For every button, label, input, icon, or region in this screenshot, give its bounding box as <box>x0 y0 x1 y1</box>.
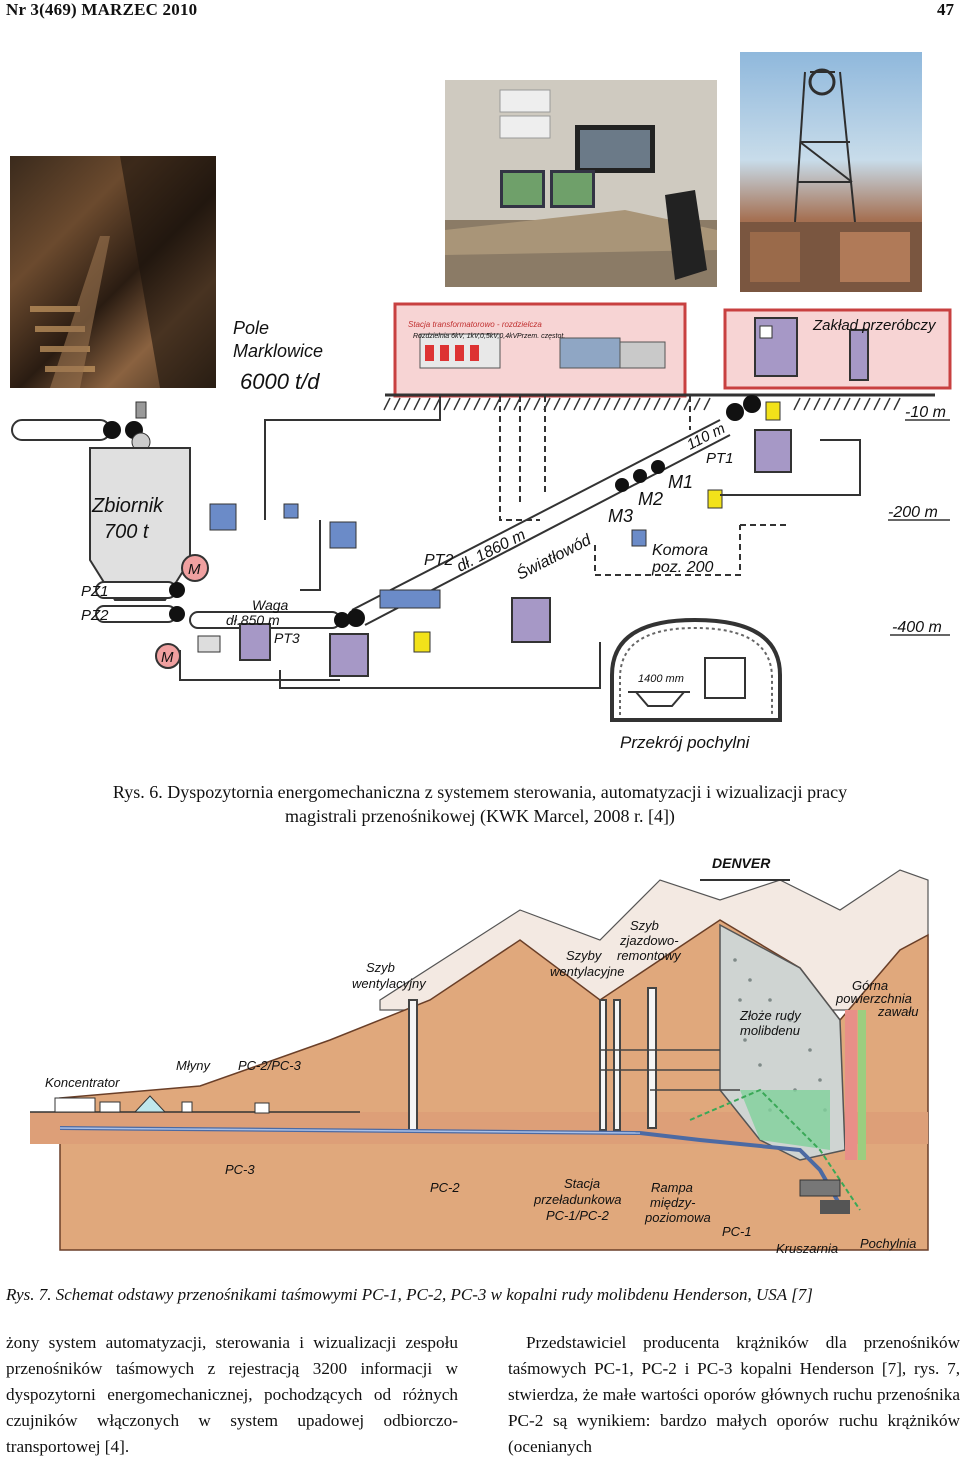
paragraph-left: żony system automatyzacji, sterowania i … <box>6 1333 458 1456</box>
label-komora: Komora <box>652 542 708 559</box>
text-column-right: Przedstawiciel producenta krążników dla … <box>508 1330 960 1460</box>
label-pc23: PC-2/PC-3 <box>238 1058 302 1073</box>
label-stacja-2: przeładunkowa <box>533 1192 621 1207</box>
label-zloze-1: Złoże rudy <box>739 1008 802 1023</box>
text-column-left: żony system automatyzacji, sterowania i … <box>6 1330 458 1460</box>
bunker <box>89 447 191 601</box>
figure6-caption: Rys. 6. Dyspozytornia energomechaniczna … <box>0 780 960 828</box>
label-szyby-went-1: Szyby <box>566 948 603 963</box>
label-gorna-2: powierzchnia <box>835 991 912 1006</box>
label-pt2: PT2 <box>424 552 453 569</box>
label-zloze-2: molibdenu <box>740 1023 800 1038</box>
label-stacja-1: Stacja <box>564 1176 600 1191</box>
label-pz1: PZ1 <box>81 583 109 600</box>
mine-tunnel-photo <box>10 156 216 388</box>
label-dl850: dł.850 m <box>226 612 280 628</box>
label-motor-2: M <box>161 649 174 666</box>
figure7-caption: Rys. 7. Schemat odstawy przenośnikami ta… <box>6 1283 956 1307</box>
label-capacity: 6000 t/d <box>240 369 320 394</box>
label-m3: M3 <box>608 506 633 526</box>
label-m1: M1 <box>668 472 693 492</box>
label-przekroj: Przekrój pochylni <box>620 733 751 752</box>
henderson-mine-schematic: DENVER Szyb wentylacyjny Szyby wentylacy… <box>30 855 929 1256</box>
label-zaklad: Zakład przeróbczy <box>812 317 937 334</box>
paragraph-right: Przedstawiciel producenta krążników dla … <box>508 1333 960 1456</box>
figure6-caption-line2: magistrali przenośnikowej (KWK Marcel, 2… <box>285 806 675 826</box>
label-denver: DENVER <box>712 855 771 871</box>
label-szyb-went-1: Szyb <box>366 960 395 975</box>
label-rampa-2: między- <box>650 1195 696 1210</box>
figure6-label: Rys. 6. <box>112 782 163 802</box>
label-pt1: PT1 <box>706 450 734 467</box>
label-rampa-1: Rampa <box>651 1180 693 1195</box>
label-koncentrator: Koncentrator <box>45 1075 120 1090</box>
label-waga: Waga <box>252 597 289 613</box>
label-kruszarnia: Kruszarnia <box>776 1241 838 1256</box>
label-poz200: poz. 200 <box>651 559 713 576</box>
label-szyb-zjazd-2: zjazdowo- <box>619 933 679 948</box>
label-szyby-went-2: wentylacyjne <box>550 964 624 979</box>
label-gorna-3: zawału <box>877 1004 918 1019</box>
figure6-caption-line1: Dyspozytornia energomechaniczna z system… <box>167 782 848 802</box>
label-m2: M2 <box>638 489 663 509</box>
label-rampa-3: poziomowa <box>644 1210 711 1225</box>
control-room-photo <box>445 80 717 287</box>
label-pole: Pole <box>233 318 269 338</box>
label-pc2: PC-2 <box>430 1180 460 1195</box>
journal-issue: Nr 3(469) MARZEC 2010 <box>6 0 198 19</box>
figure7-caption-text: Schemat odstawy przenośnikami taśmowymi … <box>55 1285 813 1304</box>
label-szyb-zjazd-1: Szyb <box>630 918 659 933</box>
label-level-10: -10 m <box>905 404 946 421</box>
label-1400mm: 1400 mm <box>638 673 684 685</box>
shaft-tower-photo <box>740 52 922 292</box>
label-pc1: PC-1 <box>722 1224 752 1239</box>
label-stacja-3: PC-1/PC-2 <box>546 1208 610 1223</box>
label-zbiornik-capacity: 700 t <box>104 521 150 543</box>
label-zbiornik: Zbiornik <box>91 495 164 517</box>
label-rozdzielnia: Rozdzielnia 6kV, 1kV,0,5kV,0,4kV <box>413 333 519 340</box>
label-level-200: -200 m <box>888 504 938 521</box>
label-mlyny: Młyny <box>176 1058 211 1073</box>
label-marklowice: Marklowice <box>233 341 323 361</box>
tunnel-cross-section <box>610 617 782 722</box>
label-pz2: PZ2 <box>81 607 109 624</box>
page-number: 47 <box>937 0 954 19</box>
label-stacja: Stacja transformatorowo - rozdzielcza <box>408 320 542 329</box>
label-pc3: PC-3 <box>225 1162 255 1177</box>
figure7-label: Rys. 7. <box>6 1285 52 1304</box>
label-gorna-1: Górna <box>852 978 888 993</box>
label-level-400: -400 m <box>892 619 942 636</box>
label-pochylnia: Pochylnia <box>860 1236 916 1251</box>
label-pt3: PT3 <box>274 630 300 646</box>
label-przem: Przem. częstot. <box>517 333 565 340</box>
label-szyb-went-2: wentylacyjny <box>352 976 427 991</box>
label-szyb-zjazd-3: remontowy <box>617 948 682 963</box>
conveyor-system-schematic: Pole Marklowice 6000 t/d Zbiornik 700 t … <box>11 302 952 752</box>
label-motor: M <box>188 561 201 578</box>
